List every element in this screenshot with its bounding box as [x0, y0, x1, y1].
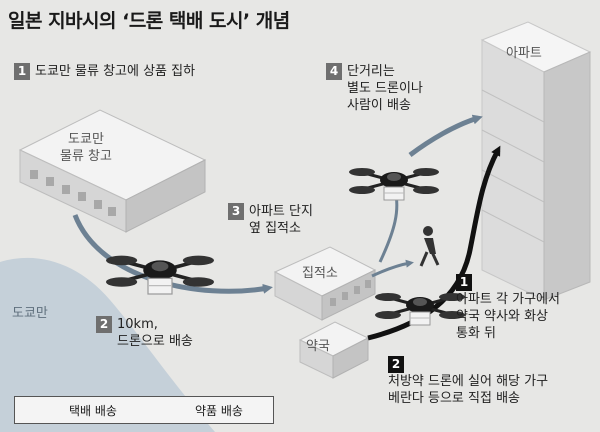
step-text: 처방약 드론에 실어 해당 가구 — [388, 374, 549, 389]
step-4: 4 단거리는 별도 드론이나 사람이 배송 — [326, 63, 423, 114]
medicine-step-2: 2 처방약 드론에 실어 해당 가구 베란다 등으로 직접 배송 — [388, 356, 548, 407]
step-badge: 3 — [228, 203, 244, 220]
drone-short-range — [347, 166, 441, 202]
step-text: 통화 뒤 — [456, 326, 497, 341]
step-badge: 4 — [326, 63, 342, 80]
pharmacy-label: 약국 — [306, 339, 330, 354]
hub-building — [273, 246, 377, 321]
delivery-arrow-walk — [371, 259, 414, 278]
legend: 택배 배송 약품 배송 — [14, 396, 274, 424]
warehouse-building — [18, 109, 207, 233]
step-text: 사람이 배송 — [347, 98, 411, 113]
apartment-label: 아파트 — [506, 46, 542, 61]
medicine-arrow — [367, 145, 501, 341]
medicine-step-1: 1 아파트 각 가구에서 약국 약사와 화상 통화 뒤 — [456, 274, 560, 342]
step-text: 베란다 등으로 직접 배송 — [388, 391, 520, 406]
step-text: 아파트 각 가구에서 — [456, 292, 560, 307]
hub-label: 집적소 — [302, 266, 338, 281]
step-text: 아파트 단지 — [249, 204, 313, 219]
page-title: 일본 지바시의 ‘드론 택배 도시’ 개념 — [8, 10, 290, 32]
tokyo-bay-water — [0, 257, 215, 432]
legend-delivery-label: 택배 배송 — [69, 404, 117, 418]
apartment-building — [480, 21, 592, 301]
step-text: 옆 집적소 — [249, 221, 301, 236]
step-badge: 1 — [456, 274, 472, 291]
step-1: 1 도쿄만 물류 창고에 상품 집하 — [14, 63, 195, 80]
delivery-arrow-hub-up — [378, 189, 399, 263]
delivery-arrow-to-apartment — [408, 114, 483, 158]
step-text: 별도 드론이나 — [347, 81, 423, 96]
step-badge: 2 — [388, 356, 404, 373]
step-badge: 2 — [96, 316, 112, 333]
step-text: 단거리는 — [347, 64, 395, 79]
step-2: 2 10km, 드론으로 배송 — [96, 316, 193, 350]
step-3: 3 아파트 단지 옆 집적소 — [228, 203, 313, 237]
step-text: 드론으로 배송 — [117, 334, 193, 349]
drone-medicine — [373, 291, 467, 327]
warehouse-label: 도쿄만 물류 창고 — [60, 132, 112, 164]
legend-medicine-label: 약품 배송 — [195, 404, 243, 418]
step-text: 약국 약사와 화상 — [456, 309, 548, 324]
step-text: 도쿄만 물류 창고에 상품 집하 — [35, 64, 196, 79]
step-text: 10km, — [117, 317, 158, 332]
tokyo-bay-label: 도쿄만 — [12, 306, 48, 321]
delivery-person — [419, 226, 440, 267]
step-badge: 1 — [14, 63, 30, 80]
